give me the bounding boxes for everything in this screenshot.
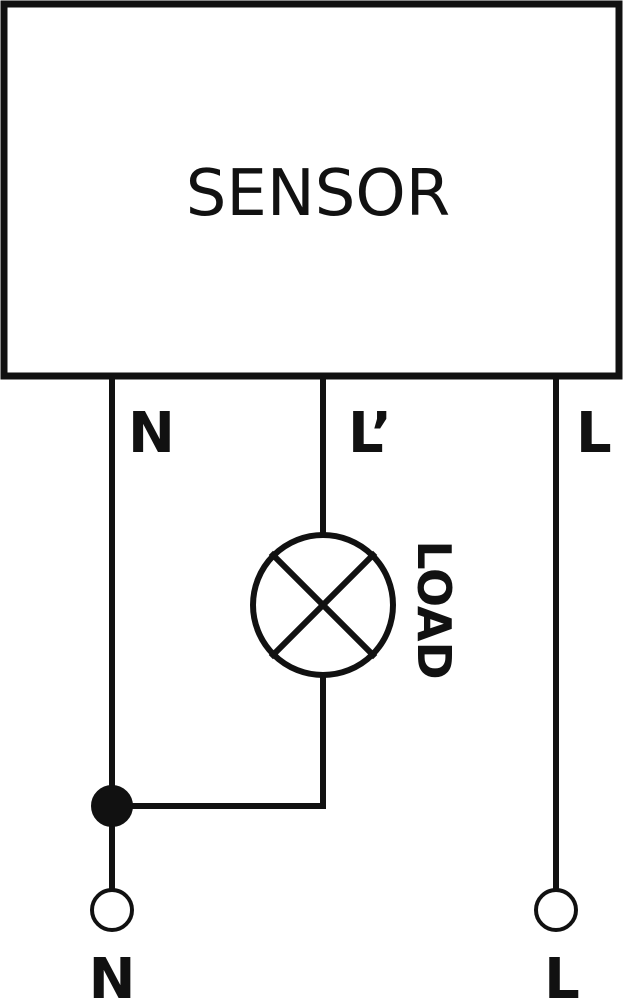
sensor-label: SENSOR: [186, 157, 450, 231]
l-terminal: [534, 888, 578, 932]
l-prime-wire-label: L’: [348, 401, 392, 466]
junction-dot: [91, 785, 133, 827]
l-terminal-label: L: [544, 947, 580, 1000]
sensor-box: [0, 0, 623, 380]
l-wire-label: L: [576, 401, 612, 466]
n-wire-label: N: [128, 401, 175, 466]
n-terminal-label: N: [89, 947, 136, 1000]
lamp-icon: [250, 532, 396, 678]
n-terminal: [90, 888, 134, 932]
load-label: LOAD: [407, 540, 461, 679]
